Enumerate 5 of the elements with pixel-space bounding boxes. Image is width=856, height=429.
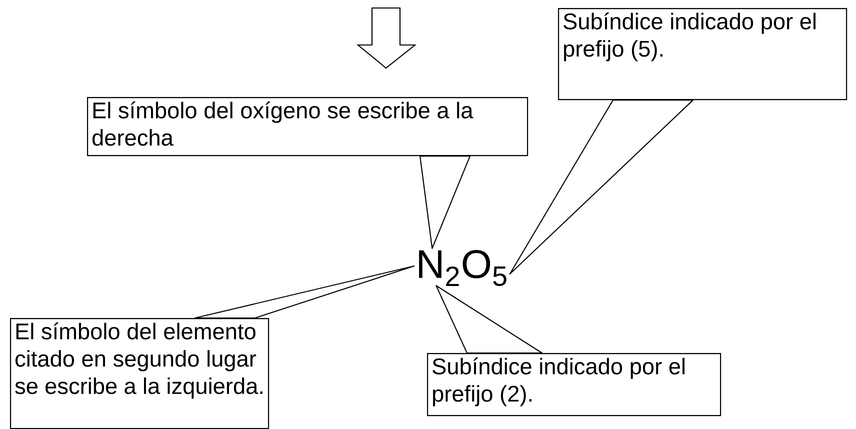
callout-box: Subíndice indicado por el prefijo (5). <box>558 8 848 100</box>
callout-box: Subíndice indicado por el prefijo (2). <box>427 353 722 416</box>
callout-box: El símbolo del elemento citado en segundo lugar se escribe a la izquierda. <box>10 318 270 429</box>
formula: N$_{2}$O$_{5}$ <box>419 250 506 286</box>
callout-box: El símbolo del oxígeno se escribe a la derecha <box>87 97 528 156</box>
